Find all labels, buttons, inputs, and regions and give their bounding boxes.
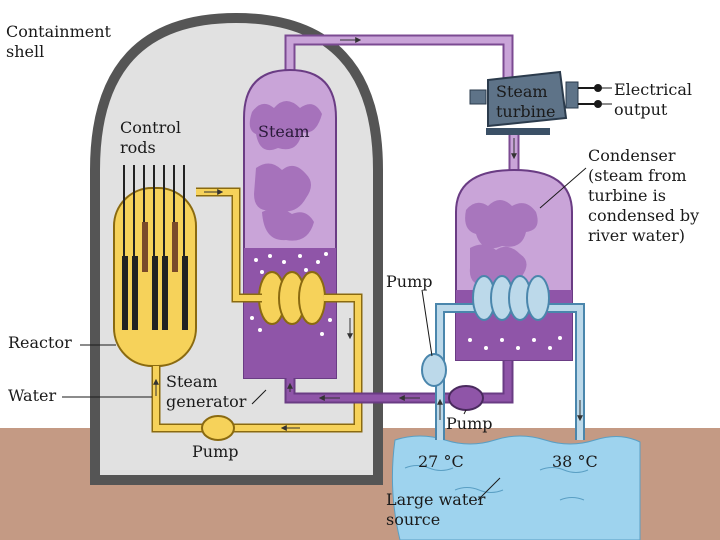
boiling-bubbles — [250, 252, 332, 336]
label-electrical-output: Electrical output — [614, 80, 693, 119]
label-pump-middle: Pump — [446, 414, 493, 433]
label-steam: Steam — [258, 122, 310, 141]
label-leaders — [62, 87, 612, 501]
primary-flow-arrows — [153, 189, 353, 431]
label-condenser: Condenser (steam from turbine is condens… — [588, 146, 700, 245]
feedwater-pump — [448, 385, 484, 411]
condensate-drops — [468, 336, 562, 350]
label-containment-shell: Containment shell — [6, 22, 111, 61]
label-temp-out: 38 °C — [552, 452, 598, 471]
label-pump-bottom: Pump — [192, 442, 239, 461]
label-temp-in: 27 °C — [418, 452, 464, 471]
condenser-vessel — [455, 168, 573, 361]
cooling-coil — [435, 275, 585, 440]
label-pump-upper: Pump — [386, 272, 433, 291]
label-large-water-source: Large water source — [386, 490, 486, 529]
primary-loop — [151, 187, 363, 433]
feedwater-flow-arrows — [287, 382, 420, 401]
electrical-lead-dot — [594, 84, 602, 92]
label-steam-turbine: Steam turbine — [496, 82, 556, 121]
label-control-rods: Control rods — [120, 118, 182, 157]
steam-turbine — [469, 70, 579, 135]
river-ripples — [404, 465, 589, 501]
label-steam-generator: Steam generator — [166, 372, 247, 411]
river-water — [391, 435, 641, 540]
label-reactor: Reactor — [8, 333, 72, 352]
primary-pump — [201, 415, 235, 441]
steam-pipe-inner — [286, 36, 512, 92]
steam-generator-vessel — [243, 68, 337, 379]
electrical-lead-dot — [594, 100, 602, 108]
cooling-flow-arrows — [437, 398, 583, 422]
label-water: Water — [8, 386, 57, 405]
control-rods — [122, 165, 188, 330]
cooling-pump — [421, 353, 447, 387]
generator-coil — [258, 271, 326, 325]
